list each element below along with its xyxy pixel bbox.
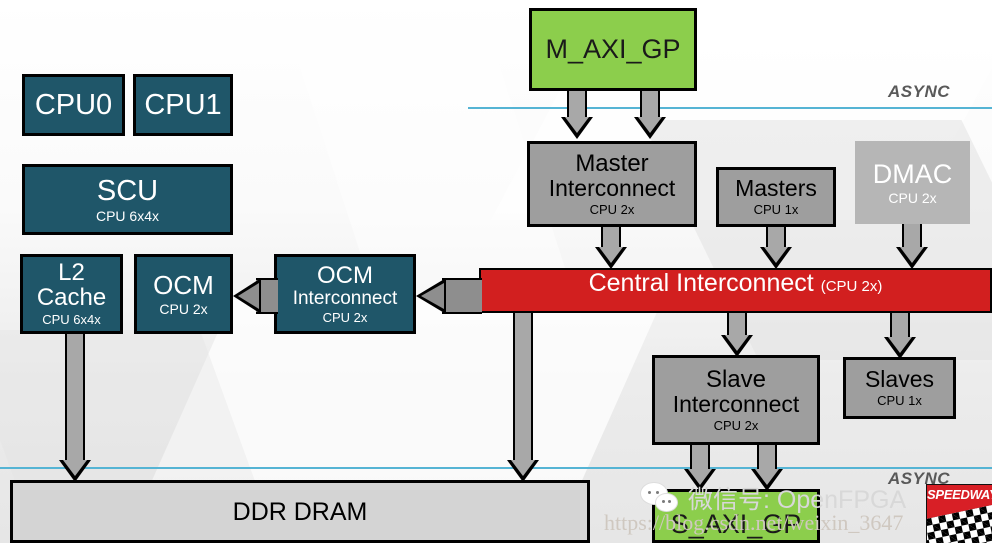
node-ddr-dram-label: DDR DRAM <box>232 497 368 526</box>
checkered-flag-icon <box>927 504 992 543</box>
node-slave-interconnect[interactable]: Slave Interconnect CPU 2x <box>652 355 820 445</box>
node-masters-sublabel: CPU 1x <box>753 202 799 218</box>
node-dmac-label: DMAC <box>872 158 953 189</box>
arrow-maxigp-to-master-1 <box>561 91 593 141</box>
arrow-central-to-ddr <box>507 313 539 484</box>
node-central-interconnect[interactable]: Central Interconnect (CPU 2x) <box>479 268 992 313</box>
node-slave-interconnect-line1: Slave <box>705 365 767 393</box>
node-ocm-interconnect[interactable]: OCM Interconnect CPU 2x <box>274 254 416 334</box>
node-masters[interactable]: Masters CPU 1x <box>716 167 836 227</box>
node-ocm-label: OCM <box>153 269 214 300</box>
node-l2-cache-sublabel: CPU 6x4x <box>42 312 101 328</box>
node-dmac[interactable]: DMAC CPU 2x <box>855 141 970 224</box>
node-slaves[interactable]: Slaves CPU 1x <box>843 357 956 419</box>
arrow-slave-to-saxigp-1 <box>684 445 716 493</box>
node-ddr-dram[interactable]: DDR DRAM <box>10 480 590 543</box>
node-masters-label: Masters <box>735 175 817 202</box>
node-cpu0[interactable]: CPU0 <box>22 74 125 136</box>
node-slave-interconnect-sublabel: CPU 2x <box>713 417 759 433</box>
node-cpu1-label: CPU1 <box>144 88 222 121</box>
node-cpu0-label: CPU0 <box>34 88 113 121</box>
arrow-l2-cache-to-ddr <box>59 334 91 484</box>
node-dmac-sublabel: CPU 2x <box>888 189 937 206</box>
node-ocm[interactable]: OCM CPU 2x <box>134 254 233 334</box>
node-l2-cache[interactable]: L2 Cache CPU 6x4x <box>20 254 123 334</box>
async-divider-top <box>468 107 992 109</box>
node-master-interconnect-line2: Interconnect <box>548 174 676 201</box>
async-label-bottom: ASYNC <box>888 469 951 488</box>
speedway-logo-text: SPEEDWAY <box>927 487 992 502</box>
node-m-axi-gp[interactable]: M_AXI_GP <box>529 8 697 91</box>
arrow-slave-to-saxigp-2 <box>751 445 783 493</box>
arrow-central-to-ocm-interconnect <box>416 278 482 314</box>
arrow-ocm-interconnect-to-ocm <box>233 278 278 314</box>
node-master-interconnect-line1: Master <box>575 149 649 177</box>
arrow-maxigp-to-master-2 <box>634 91 666 141</box>
arrow-dmac-to-central <box>896 224 928 270</box>
node-scu-sublabel: CPU 6x4x <box>95 207 160 224</box>
node-scu[interactable]: SCU CPU 6x4x <box>22 164 233 235</box>
node-cpu1[interactable]: CPU1 <box>133 74 233 136</box>
async-divider-bottom <box>0 467 992 469</box>
speedway-logo: SPEEDWAY <box>926 484 992 543</box>
arrow-masters-to-central <box>760 227 792 270</box>
node-ocm-interconnect-line1: OCM <box>317 261 373 289</box>
arrow-central-to-slaves <box>884 313 916 360</box>
node-m-axi-gp-label: M_AXI_GP <box>545 34 681 65</box>
node-master-interconnect-sublabel: CPU 2x <box>589 201 635 217</box>
node-slave-interconnect-line2: Interconnect <box>672 390 800 417</box>
node-ocm-interconnect-sublabel: CPU 2x <box>322 309 368 325</box>
arrow-central-to-slave-interconnect <box>721 313 753 358</box>
node-ocm-sublabel: CPU 2x <box>159 300 208 317</box>
node-l2-cache-line1: L2 <box>58 259 85 287</box>
node-central-interconnect-label: Central Interconnect <box>588 269 814 297</box>
node-scu-label: SCU <box>96 174 159 207</box>
node-master-interconnect[interactable]: Master Interconnect CPU 2x <box>527 141 697 227</box>
node-s-axi-gp-label: S_AXI_GP <box>670 508 802 539</box>
node-central-interconnect-sublabel: (CPU 2x) <box>820 278 883 295</box>
arrow-master-to-central <box>595 227 627 270</box>
node-ocm-interconnect-line2: Interconnect <box>292 287 398 309</box>
node-slaves-label: Slaves <box>864 366 935 393</box>
node-l2-cache-line2: Cache <box>36 284 107 312</box>
node-s-axi-gp[interactable]: S_AXI_GP <box>652 489 820 543</box>
async-label-top: ASYNC <box>888 82 951 101</box>
node-slaves-sublabel: CPU 1x <box>877 393 922 409</box>
